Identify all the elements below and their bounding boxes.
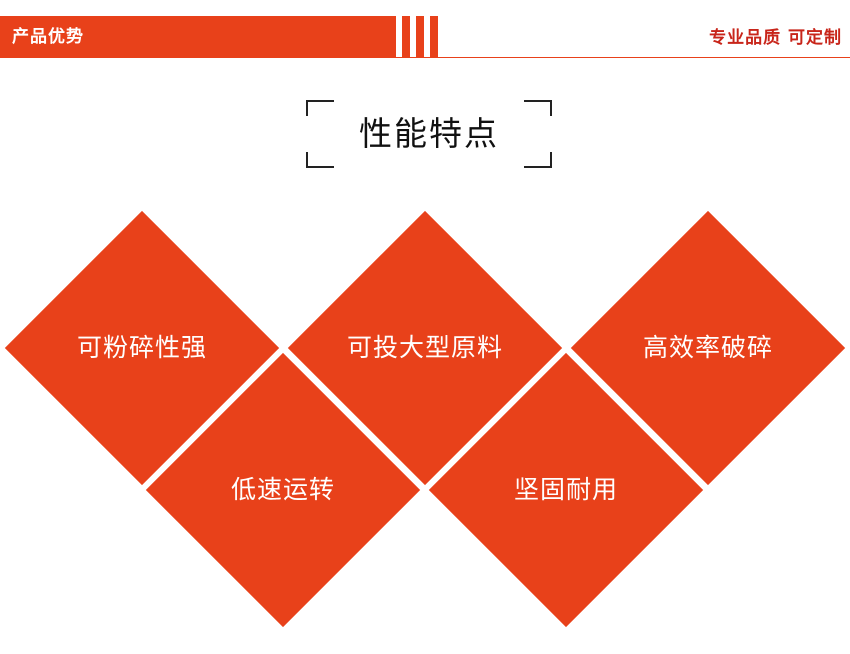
header-banner: 产品优势 专业品质 可定制 [0, 16, 850, 58]
feature-label: 坚固耐用 [513, 475, 618, 504]
bracket-corner [306, 100, 334, 116]
feature-label: 高效率破碎 [642, 333, 773, 362]
bracket-corner [524, 100, 552, 116]
header-title: 产品优势 [12, 27, 84, 47]
banner-stripe [416, 16, 424, 58]
banner-stripe [430, 16, 438, 58]
banner-accent-bar [0, 16, 396, 58]
feature-label: 低速运转 [230, 475, 335, 504]
section-heading: 性能特点 [306, 100, 552, 168]
section-title: 性能特点 [359, 114, 499, 153]
feature-label: 可投大型原料 [346, 333, 503, 362]
bracket-corner [306, 152, 334, 168]
bracket-corner [524, 152, 552, 168]
banner-underline [0, 57, 850, 58]
header-slogan: 专业品质 可定制 [709, 28, 842, 48]
banner-stripe [402, 16, 410, 58]
feature-label: 可粉碎性强 [76, 333, 207, 362]
